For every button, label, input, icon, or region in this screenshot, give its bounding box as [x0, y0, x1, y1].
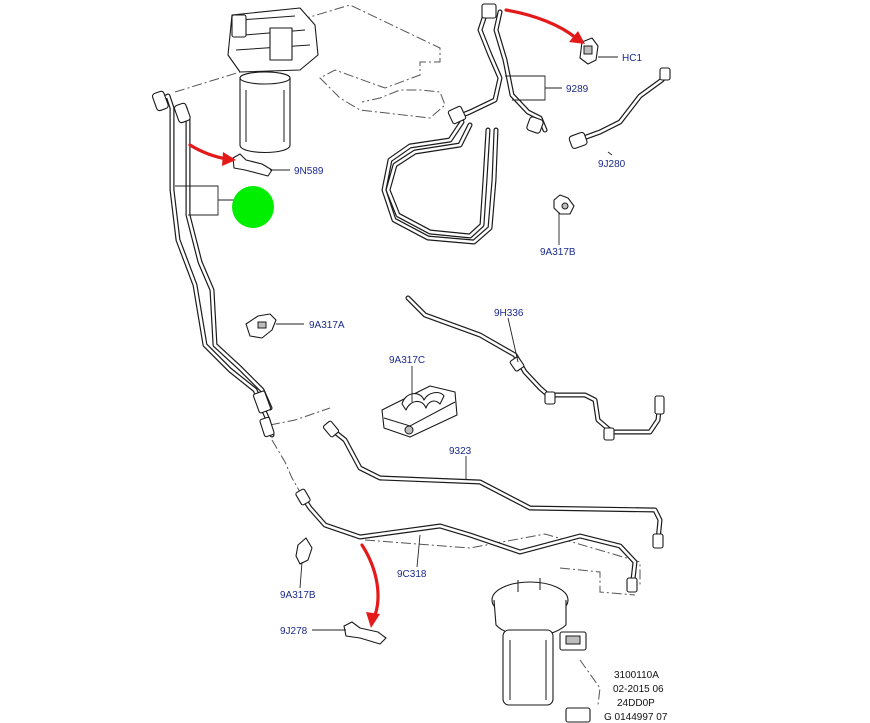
phantom-outlines	[174, 4, 641, 706]
supply-return-pipes	[151, 90, 275, 438]
reference-line-4: G 0144997 07	[604, 712, 668, 723]
loop-pipe-assembly-9289	[381, 3, 548, 245]
label-9j280: 9J280	[598, 159, 626, 170]
part-labels: HC1 9289 9N589 9J280 9A317B 9A317A 9H336…	[280, 53, 642, 637]
tank-lines	[295, 420, 664, 593]
indicator-arrows	[188, 8, 585, 628]
label-9n589: 9N589	[294, 166, 324, 177]
label-9289: 9289	[566, 84, 589, 95]
clip-9n589	[232, 153, 273, 177]
label-9a317b-bottom: 9A317B	[280, 590, 316, 601]
leader-lines	[175, 56, 618, 631]
clip-9a317a	[245, 313, 277, 339]
fuel-filter-assembly	[227, 7, 319, 153]
pipe-9j280	[568, 67, 671, 150]
reference-line-1: 3100110A	[614, 670, 659, 681]
reference-block: 3100110A 02-2015 06 24DD0P G 0144997 07	[604, 670, 668, 723]
reference-line-3: 24DD0P	[617, 698, 655, 709]
clip-hc1	[579, 37, 599, 65]
clip-9j278	[343, 621, 387, 645]
label-9a317b-top: 9A317B	[540, 247, 576, 258]
label-hc1: HC1	[622, 53, 642, 64]
fuel-pump-module	[491, 578, 591, 723]
clip-9a317c	[381, 385, 458, 438]
label-9a317a: 9A317A	[309, 320, 345, 331]
label-9323: 9323	[449, 446, 472, 457]
clip-9a317b-top	[553, 194, 575, 215]
label-9c318: 9C318	[397, 569, 427, 580]
clip-9a317b-bottom	[295, 537, 313, 565]
label-9a317c: 9A317C	[389, 355, 425, 366]
green-marker-dot	[232, 186, 274, 228]
label-9j278: 9J278	[280, 626, 308, 637]
hose-9h336	[405, 295, 665, 441]
reference-line-2: 02-2015 06	[613, 684, 664, 695]
label-9h336: 9H336	[494, 308, 524, 319]
